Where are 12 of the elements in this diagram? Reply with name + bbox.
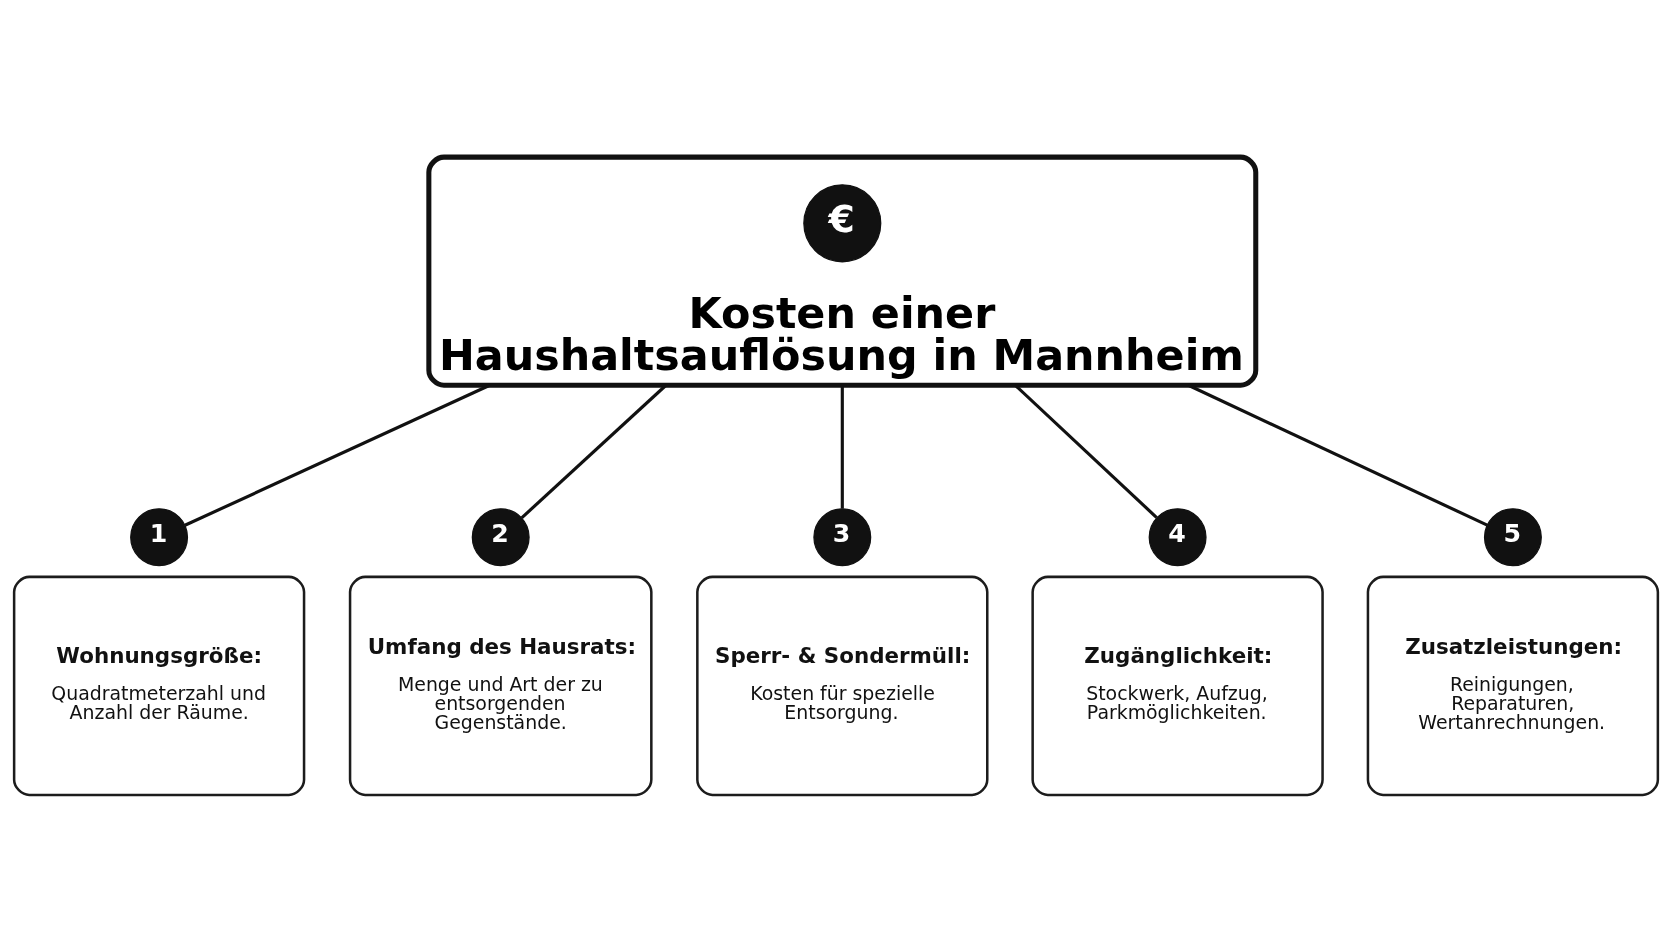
node-box: Wohnungsgröße: Quadratmeterzahl und Anzahl der Räume. [12,575,306,796]
node-box: Sperr- & Sondermüll: Kosten für spezielle Entsorgung. [696,575,989,796]
node-box: Umfang des Hausrats: Menge und Art der zu entsorgenden Gegenstände. [348,575,653,796]
node-circle: 5 [1483,507,1542,566]
node-circle: € [803,183,882,262]
node-box: Zugänglichkeit: Stockwerk, Aufzug, Parkmöglichkeiten. [1031,575,1324,796]
node-circle: 1 [130,507,189,566]
node-circle: 3 [813,507,872,566]
node-circle: 2 [471,507,530,566]
node-circle: 4 [1148,507,1207,566]
node-box: Zusatzleistungen: Reinigungen, Reparaturen, Wertanrechnungen. [1366,575,1660,796]
connector [840,384,844,509]
